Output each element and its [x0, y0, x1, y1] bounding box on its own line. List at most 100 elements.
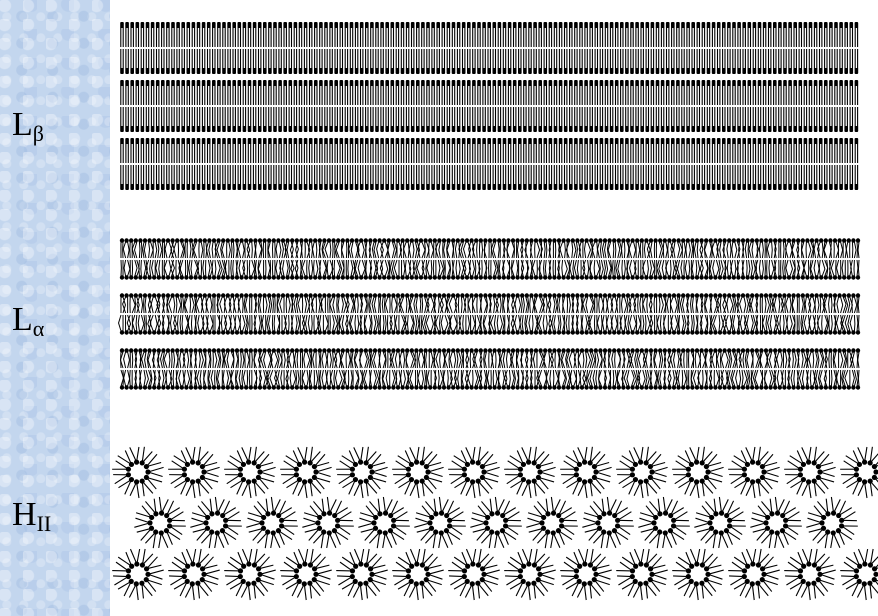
lipid	[503, 49, 507, 74]
lipid	[788, 80, 792, 105]
lipid	[192, 49, 196, 74]
diagram-panel	[110, 0, 878, 616]
lipid	[855, 138, 859, 163]
lipid	[120, 22, 124, 47]
lipid	[258, 315, 262, 335]
lipid	[421, 22, 425, 47]
lipid	[493, 107, 497, 132]
lipid	[334, 165, 338, 190]
lipid	[364, 348, 369, 368]
lipid	[197, 138, 201, 163]
lipid	[395, 348, 400, 368]
lipid	[345, 49, 349, 74]
lipid	[201, 499, 214, 517]
lipid	[707, 138, 711, 163]
lipid	[238, 138, 242, 163]
lipid	[525, 315, 529, 335]
lipid	[502, 293, 506, 313]
lipid	[686, 293, 690, 313]
lipid	[235, 348, 239, 368]
lipid	[681, 315, 686, 335]
lipid	[503, 80, 507, 105]
lipid	[824, 315, 829, 335]
lipid	[477, 49, 481, 74]
lipid	[559, 107, 563, 132]
lipid	[620, 107, 624, 132]
lipid	[457, 49, 461, 74]
lipid	[518, 138, 522, 163]
lipid	[355, 22, 359, 47]
lipid	[179, 370, 184, 390]
lipid	[868, 549, 878, 568]
lipid	[523, 49, 527, 74]
lipid	[375, 49, 379, 74]
lipid	[423, 370, 427, 390]
lipid	[658, 293, 663, 313]
lipid	[620, 49, 624, 74]
lipid	[712, 80, 716, 105]
lipid	[426, 138, 430, 163]
lipid	[271, 497, 280, 516]
lipid	[839, 138, 843, 163]
lipid	[147, 348, 152, 368]
lipid	[761, 467, 779, 476]
lipid	[340, 22, 344, 47]
lipid	[788, 165, 792, 190]
lipid	[697, 526, 714, 541]
lipid	[428, 238, 434, 258]
lipid	[156, 138, 160, 163]
lipid	[354, 348, 359, 368]
lipid	[676, 22, 680, 47]
lipid	[543, 260, 547, 280]
lipid	[842, 260, 846, 280]
phase-label-h-ii: HII	[12, 498, 51, 532]
lipid	[649, 570, 667, 579]
lipid	[778, 80, 782, 105]
lipid	[732, 49, 736, 74]
lipid	[621, 348, 625, 368]
lipid	[243, 370, 248, 390]
lipid	[793, 22, 797, 47]
lipid	[697, 49, 701, 74]
lipid	[192, 22, 196, 47]
lipid	[529, 370, 533, 390]
lipid	[124, 348, 130, 368]
lipid	[239, 370, 244, 390]
lipid	[799, 80, 803, 105]
lipid	[433, 260, 437, 280]
lipid	[671, 80, 675, 105]
lipid	[166, 165, 170, 190]
inverted-micelle	[806, 497, 857, 548]
lipid	[597, 315, 602, 335]
lipid	[554, 138, 558, 163]
lipid	[538, 49, 542, 74]
lipid	[635, 138, 639, 163]
lipid	[406, 49, 410, 74]
lipid	[707, 165, 711, 190]
lipid	[605, 107, 609, 132]
lipid	[717, 22, 721, 47]
lipid	[532, 478, 545, 496]
lipid	[653, 370, 657, 390]
lipid	[497, 370, 501, 390]
lipid	[595, 49, 599, 74]
lipid	[760, 557, 777, 572]
lipid	[753, 526, 770, 541]
lipid	[207, 80, 211, 105]
lipid	[171, 165, 175, 190]
lipid	[249, 315, 253, 335]
lipid	[518, 80, 522, 105]
lipid	[593, 499, 606, 517]
lipid	[313, 370, 318, 390]
lipid	[253, 293, 257, 313]
lipid	[222, 165, 226, 190]
lipid	[319, 138, 323, 163]
lipid	[589, 260, 593, 280]
lipid	[244, 348, 249, 368]
lipid	[717, 107, 721, 132]
phase-subscript: II	[37, 511, 52, 536]
lipid	[844, 80, 848, 105]
lipid	[280, 293, 286, 313]
lipid	[737, 49, 741, 74]
lipid	[211, 370, 216, 390]
